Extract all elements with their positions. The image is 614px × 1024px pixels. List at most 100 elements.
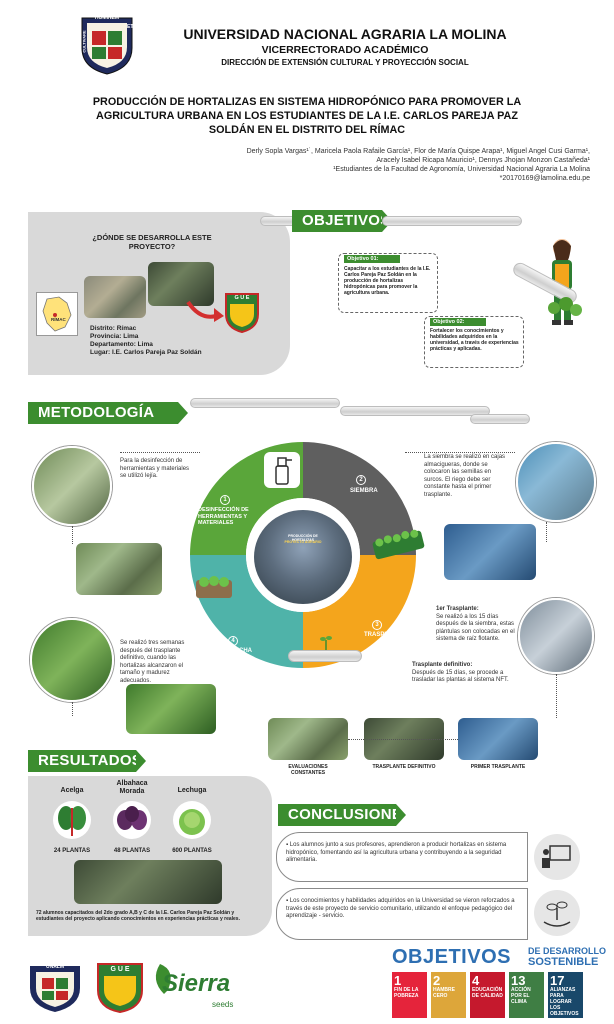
ods-17-label: ALIANZAS PARA LOGRAR LOS OBJETIVOS [550,987,579,1017]
step-1-label: DESINFECCIÓN DE HERRAMIENTAS Y MATERIALE… [198,507,249,526]
crop-1-count: 24 PLANTAS [53,848,91,854]
siembra-text: La siembra se realizó en cajas almacigue… [424,454,506,498]
conclusion-1-box [276,832,528,882]
plant-hand-icon [534,890,580,936]
trasplante-connector-v [556,674,557,718]
screen-text-2: PROYECTO AGRARIO [284,540,322,544]
pipe-metodologia-3 [470,414,530,424]
desinfeccion-photo-2 [76,543,162,595]
gue-logo: G U E [96,962,144,1014]
crop-3-count: 600 PLANTAS [172,848,212,854]
seal-text-left: CULTIVARE [81,30,87,53]
poster-title-line1: PRODUCCIÓN DE HORTALIZAS EN SISTEMA HIDR… [92,96,522,108]
albahaca-icon [110,800,154,840]
authors-line3: ¹Estudiantes de la Facultad de Agronomía… [333,166,590,173]
unalm-logo-text: UNALM [45,964,65,970]
cosecha-photo-2 [126,684,216,734]
objetivo-2-title: Objetivo 02: [430,318,486,326]
authors: Derly Sopla Vargas¹˙, Maricela Paola Raf… [130,147,590,183]
ods-13-label: ACCIÓN POR EL CLIMA [511,987,531,1005]
step-3-number: 3 [372,620,382,630]
desinfeccion-text: Para la desinfección de herramientas y m… [120,458,190,479]
ods-tile-4: 4 EDUCACIÓN DE CALIDAD [470,972,505,1018]
ods-13-number: 13 [511,973,526,988]
primer-trasplante-photo [458,718,538,760]
ods-1-number: 1 [394,973,402,988]
step-2-label: SIEMBRA [350,488,378,494]
satellite-map-photo [84,276,146,318]
unalm-logo: UNALM [26,964,84,1014]
ods-tile-13: 13 ACCIÓN POR EL CLIMA [509,972,544,1018]
school-badge-text: G U E [234,295,250,301]
pipe-metodologia-2 [340,406,490,416]
conclusion-2-bullet: ▪ [286,898,290,904]
crop-2-name: Albahaca Morada [116,780,148,795]
step-4-number: 4 [228,636,238,646]
seal-text-top: HOMINEM [94,15,120,21]
school-badge: G U E [224,292,260,334]
crop-3-name: Lechuga [177,787,207,794]
siembra-connector-v [546,522,547,542]
ods-tile-2: 2 HAMBRE CERO [431,972,466,1018]
conclusion-2-text: ▪ Los conocimientos y habilidades adquir… [286,898,520,921]
lechuga-icon [170,800,214,840]
ods-2-label: HAMBRE CERO [433,987,455,999]
location-lugar: Lugar: I.E. Carlos Pareja Paz Soldán [90,349,202,356]
group-training-photo: PRODUCCIÓN DE HORTALIZAS PROYECTO AGRARI… [254,510,352,604]
university-seal: HOMINEM CULTIVARE ET [78,14,136,76]
ods-title-main: OBJETIVOS [392,946,511,968]
objetivo-1-box [338,253,438,313]
conclusion-1-bullet: ▪ [286,842,290,848]
gue-logo-text: G U E [110,966,130,973]
authors-email: *20170169@lamolina.edu.pe [499,175,590,182]
pipe-plants [548,296,582,318]
resultados-heading: RESULTADOS [28,750,146,772]
ods-17-number: 17 [550,973,565,988]
desinfeccion-photo [32,446,112,526]
seal-text-right: ET [127,24,134,30]
desinfeccion-connector-v [72,526,73,544]
bottom-photos-connector [348,739,458,740]
objetivo-2-text: Fortalecer los conocimientos y habilidad… [430,328,519,352]
sierra-seeds-text: seeds [212,1000,234,1009]
location-details: Distrito: Rímac Provincia: Lima Departam… [90,325,202,357]
siembra-photo-2 [444,524,536,580]
location-departamento: Departamento: Lima [90,341,153,348]
trasplante-2-text: Después de 15 días, se procede a traslad… [412,669,509,684]
conclusion-1: Los alumnos junto a sus profesores, apre… [286,842,507,863]
location-distrito: Distrito: Rímac [90,325,137,332]
conclusion-2: Los conocimientos y habilidades adquirid… [286,898,515,919]
poster-title-line3: SOLDÁN EN EL DISTRITO DEL RÍMAC [208,124,406,136]
ods-1-label: FIN DE LA POBREZA [394,987,419,999]
pipe-metodologia-1 [190,398,340,408]
spray-bottle-icon [264,452,300,488]
crop-2-count: 48 PLANTAS [113,848,151,854]
trasplante-photo [518,598,594,674]
teacher-icon [534,834,580,880]
siembra-photo [516,442,596,522]
pipe-objetivos [382,216,522,226]
university-name: UNIVERSIDAD NACIONAL AGRARIA LA MOLINA [183,26,507,42]
evaluaciones-photo [268,718,348,760]
conclusiones-heading: CONCLUSIONES [278,804,412,826]
ods-tile-1: 1 FIN DE LA POBREZA [392,972,427,1018]
lettuce-tray-icon [194,572,234,600]
step-3-label: TRASPLANTE [364,632,405,638]
acelga-icon [50,800,94,840]
crop-1-name: Acelga [60,787,84,794]
poster-title-line2: AGRICULTURA URBANA EN LOS ESTUDIANTES DE… [96,110,518,122]
cosecha-text: Se realizó tres semanas después del tras… [120,640,185,684]
resultados-summary: 72 alumnos capacitados del 2do grado A,B… [36,910,240,922]
nft-pipe-icon [288,650,362,662]
caption-trasplante-definitivo: TRASPLANTE DEFINITIVO [372,764,436,770]
caption-evaluaciones: EVALUACIONES CONSTANTES [288,764,328,776]
conclusion-2-box [276,888,528,940]
desinfeccion-connector [120,452,200,453]
pipe-seedling-icon [320,634,332,650]
seedling-tray-icon [370,524,427,562]
trasplante-1: 1er Trasplante: Se realizó a los 15 días… [436,606,516,644]
students-group-photo [74,860,222,904]
objetivos-heading: OBJETIVOS [292,210,392,232]
vicerrectorado: VICERRECTORADO ACADÉMICO [261,44,429,56]
ods-2-number: 2 [433,973,441,988]
